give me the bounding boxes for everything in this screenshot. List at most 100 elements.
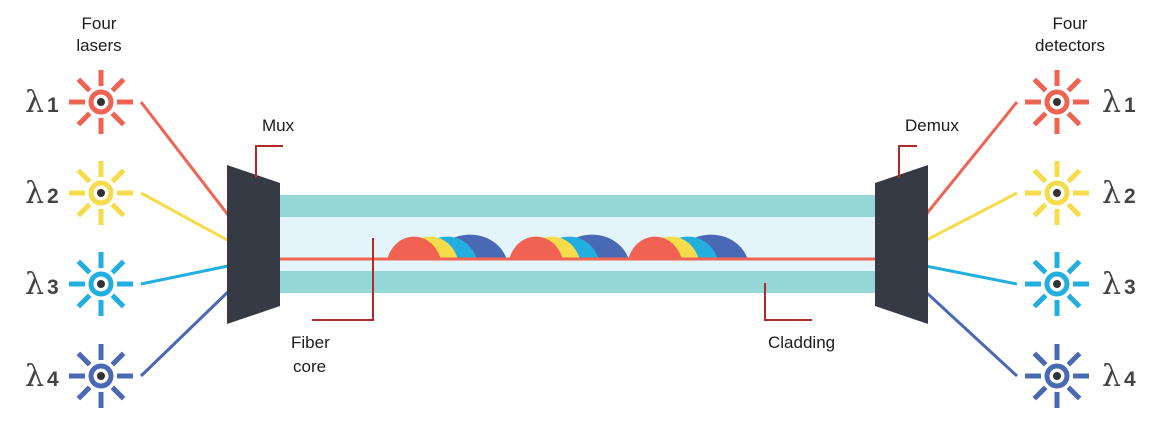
cladding-callout — [764, 283, 812, 321]
ray — [76, 259, 92, 275]
mux-block — [227, 165, 280, 324]
lambda-number: 2 — [47, 185, 59, 208]
lambda-symbol: λ — [25, 267, 44, 302]
ray — [1066, 351, 1082, 367]
emitter-dot — [97, 98, 105, 106]
ray — [110, 351, 126, 367]
fiber-core-callout — [312, 238, 374, 321]
demux-label: Demux — [905, 116, 959, 135]
ray — [1066, 77, 1082, 93]
emitter-dot — [97, 189, 105, 197]
emitter-ring — [88, 180, 114, 206]
ray — [110, 259, 126, 275]
ray — [110, 168, 126, 184]
lambda-number: 4 — [1124, 368, 1136, 391]
ray — [76, 293, 92, 309]
packet-group-2 — [509, 234, 629, 260]
lasers-title-line1: Four — [82, 14, 117, 33]
emitter-ring — [88, 271, 114, 297]
ray — [1032, 111, 1048, 127]
laser-icon-1 — [69, 70, 133, 134]
ray — [76, 77, 92, 93]
demux-block — [875, 165, 928, 324]
ray — [1066, 111, 1082, 127]
ray — [110, 202, 126, 218]
lambda-symbol: λ — [25, 85, 44, 120]
laser-icon-4 — [69, 344, 133, 408]
lambda-symbol: λ — [1102, 85, 1121, 120]
detectors-title-line2: detectors — [1035, 36, 1105, 55]
ray — [110, 111, 126, 127]
ray — [1032, 168, 1048, 184]
emitter-dot — [97, 280, 105, 288]
ray — [76, 168, 92, 184]
ray — [110, 385, 126, 401]
lambda-number: 3 — [47, 276, 59, 299]
detector-icon-4 — [1025, 344, 1089, 408]
ray — [1032, 385, 1048, 401]
cladding-label: Cladding — [768, 333, 835, 352]
detector-icon-3 — [1025, 252, 1089, 316]
ray — [1032, 351, 1048, 367]
emitter-ring — [1044, 89, 1070, 115]
ray — [76, 385, 92, 401]
detector-icon-2 — [1025, 161, 1089, 225]
ray — [1032, 77, 1048, 93]
emitter-dot — [1053, 280, 1061, 288]
ray — [76, 202, 92, 218]
lambda-number: 3 — [1124, 276, 1136, 299]
detectors-title-line1: Four — [1053, 14, 1088, 33]
ray — [1066, 168, 1082, 184]
ray — [1066, 202, 1082, 218]
detector-group — [1025, 70, 1089, 408]
emitter-dot — [1053, 372, 1061, 380]
packet-group-3 — [628, 234, 748, 260]
ray — [110, 77, 126, 93]
ray — [1066, 385, 1082, 401]
fiber-core-label-line2: core — [293, 357, 326, 376]
emitter-dot — [1053, 189, 1061, 197]
packet-wave-lambda-1 — [509, 236, 563, 260]
packet-wave-lambda-1 — [628, 236, 682, 260]
multiplexed-signal-packets — [387, 234, 748, 260]
lambda-symbol: λ — [25, 176, 44, 211]
lambda-number: 1 — [1124, 94, 1136, 117]
ray — [1032, 259, 1048, 275]
ray — [1066, 293, 1082, 309]
lambda-symbol: λ — [1102, 267, 1121, 302]
emitter-dot — [97, 372, 105, 380]
laser-group — [69, 70, 133, 408]
detector-icon-1 — [1025, 70, 1089, 134]
emitter-ring — [88, 363, 114, 389]
ray — [1032, 293, 1048, 309]
emitter-ring — [88, 89, 114, 115]
lambda-number: 1 — [47, 94, 59, 117]
lambda-number: 2 — [1124, 185, 1136, 208]
emitter-dot — [1053, 98, 1061, 106]
ray — [76, 351, 92, 367]
demux-callout — [898, 145, 917, 178]
mux-label: Mux — [262, 116, 295, 135]
packet-wave-lambda-1 — [387, 236, 441, 260]
lambda-symbol: λ — [1102, 359, 1121, 394]
emitter-ring — [1044, 363, 1070, 389]
laser-icon-2 — [69, 161, 133, 225]
lambda-symbol: λ — [25, 359, 44, 394]
laser-icon-3 — [69, 252, 133, 316]
ray — [76, 111, 92, 127]
mux-callout — [255, 145, 283, 178]
lambda-symbol: λ — [1102, 176, 1121, 211]
lasers-title-line2: lasers — [76, 36, 121, 55]
lambda-number: 4 — [47, 368, 59, 391]
